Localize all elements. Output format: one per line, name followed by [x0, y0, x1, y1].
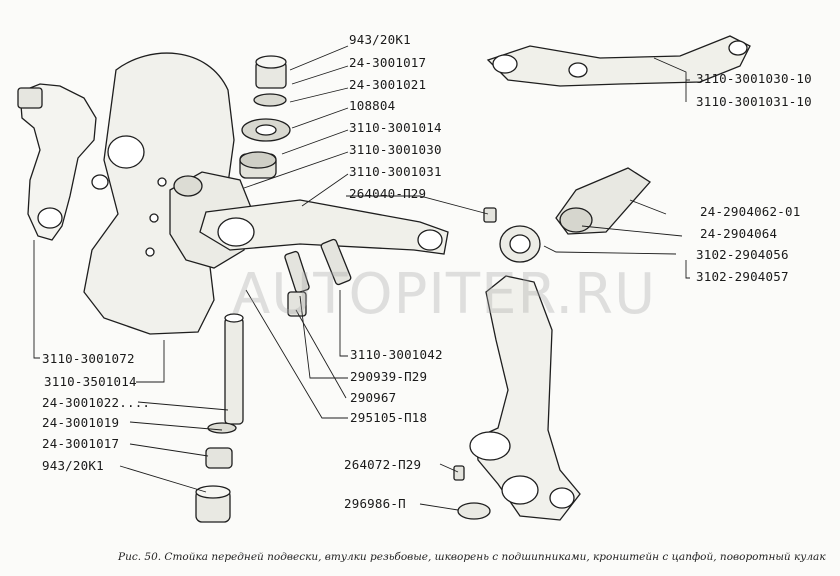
part-label: 3110-3501014 — [44, 374, 137, 389]
part-label: 264072-П29 — [344, 457, 422, 472]
part-label: 296986-П — [344, 496, 406, 511]
part-label: 108804 — [349, 98, 396, 113]
part-label: 3110-3001014 — [349, 120, 442, 135]
part-label: 24-2904062-01 — [700, 204, 801, 219]
brake-shield — [83, 52, 235, 335]
part-label: 264040-П29 — [349, 186, 427, 201]
bushing-stack — [239, 55, 291, 179]
part-label: 3110-3001042 — [350, 347, 443, 362]
steering-knuckle — [17, 83, 109, 241]
part-label: 24-3001022.... — [42, 395, 151, 410]
part-label: 943/20К1 — [42, 458, 104, 473]
part-label: 295105-П18 — [350, 410, 428, 425]
part-label: 290939-П29 — [350, 369, 428, 384]
part-label: 24-3001019 — [42, 415, 120, 430]
upper-arm — [486, 35, 751, 87]
figure-caption: Рис. 50. Стойка передней подвески, втулк… — [118, 551, 826, 563]
part-label: 24-3001017 — [42, 436, 120, 451]
part-label: 24-2904064 — [700, 226, 778, 241]
part-label: 24-3001021 — [349, 77, 427, 92]
part-label: 3110-3001030-10 — [696, 71, 812, 86]
leader-lines — [33, 45, 690, 511]
part-label: 943/20К1 — [349, 32, 411, 47]
watermark: AUTOPITER.RU — [232, 262, 657, 327]
part-label: 3102-2904057 — [696, 269, 789, 284]
trunnion-bracket — [453, 167, 651, 521]
part-label: 290967 — [350, 390, 397, 405]
part-label: 3110-3001030 — [349, 142, 442, 157]
king-pin — [195, 313, 244, 523]
part-label: 3102-2904056 — [696, 247, 789, 262]
part-label: 3110-3001031 — [349, 164, 442, 179]
part-label: 3110-3001072 — [42, 351, 135, 366]
suspension-arm — [199, 199, 449, 255]
part-label: 24-3001017 — [349, 55, 427, 70]
part-label: 3110-3001031-10 — [696, 94, 812, 109]
